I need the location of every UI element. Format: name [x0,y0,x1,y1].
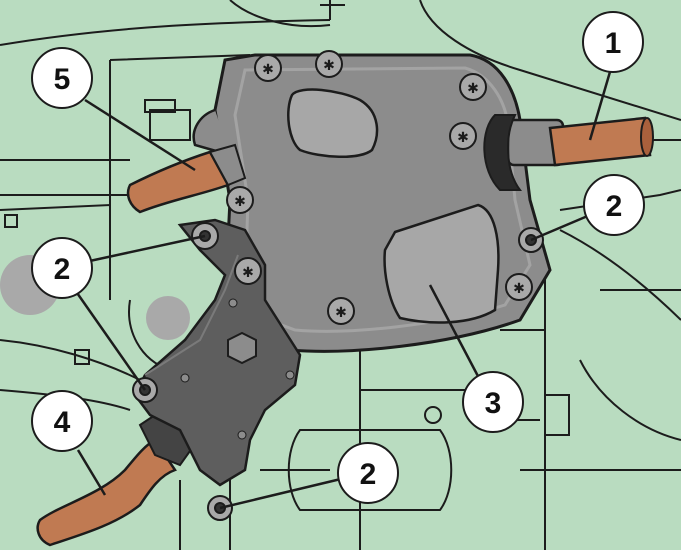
lower-cover-plate [383,203,500,324]
torx-screw [226,186,254,214]
hose-1 [548,116,654,167]
callout-2-left: 2 [31,237,93,299]
callout-4: 4 [31,390,93,452]
callout-label: 1 [605,27,622,60]
pump-torx-screws: ✱ ✱ ✱ ✱ ✱ ✱ ✱ ✱ [226,50,533,325]
torx-screw [327,297,355,325]
svg-text:✱: ✱ [234,194,246,210]
svg-text:✱: ✱ [513,281,525,297]
torx-screw [254,54,282,82]
svg-text:✱: ✱ [457,130,469,146]
svg-text:✱: ✱ [335,305,347,321]
svg-text:✱: ✱ [242,265,254,281]
callout-label: 2 [360,458,377,491]
callout-label: 3 [485,387,502,420]
callout-label: 2 [54,253,71,286]
svg-text:✱: ✱ [323,58,335,74]
svg-text:✱: ✱ [467,81,479,97]
upper-cover-plate [287,88,379,158]
leader-lines [73,64,614,510]
torx-screw [315,50,343,78]
hose-5 [126,143,247,214]
torx-screw [449,122,477,150]
torx-screw [459,73,487,101]
callout-label: 2 [606,190,623,223]
torx-screw [234,257,262,285]
callout-2-bottom: 2 [337,442,399,504]
callout-5: 5 [31,47,93,109]
hex-nut [227,331,257,365]
callout-1: 1 [582,11,644,73]
svg-text:✱: ✱ [262,62,274,78]
callout-3: 3 [462,371,524,433]
callout-2-right: 2 [583,174,645,236]
callout-label: 5 [54,63,71,96]
pump-mounting-bracket [133,218,302,487]
callout-label: 4 [54,406,71,439]
torx-screw [505,273,533,301]
